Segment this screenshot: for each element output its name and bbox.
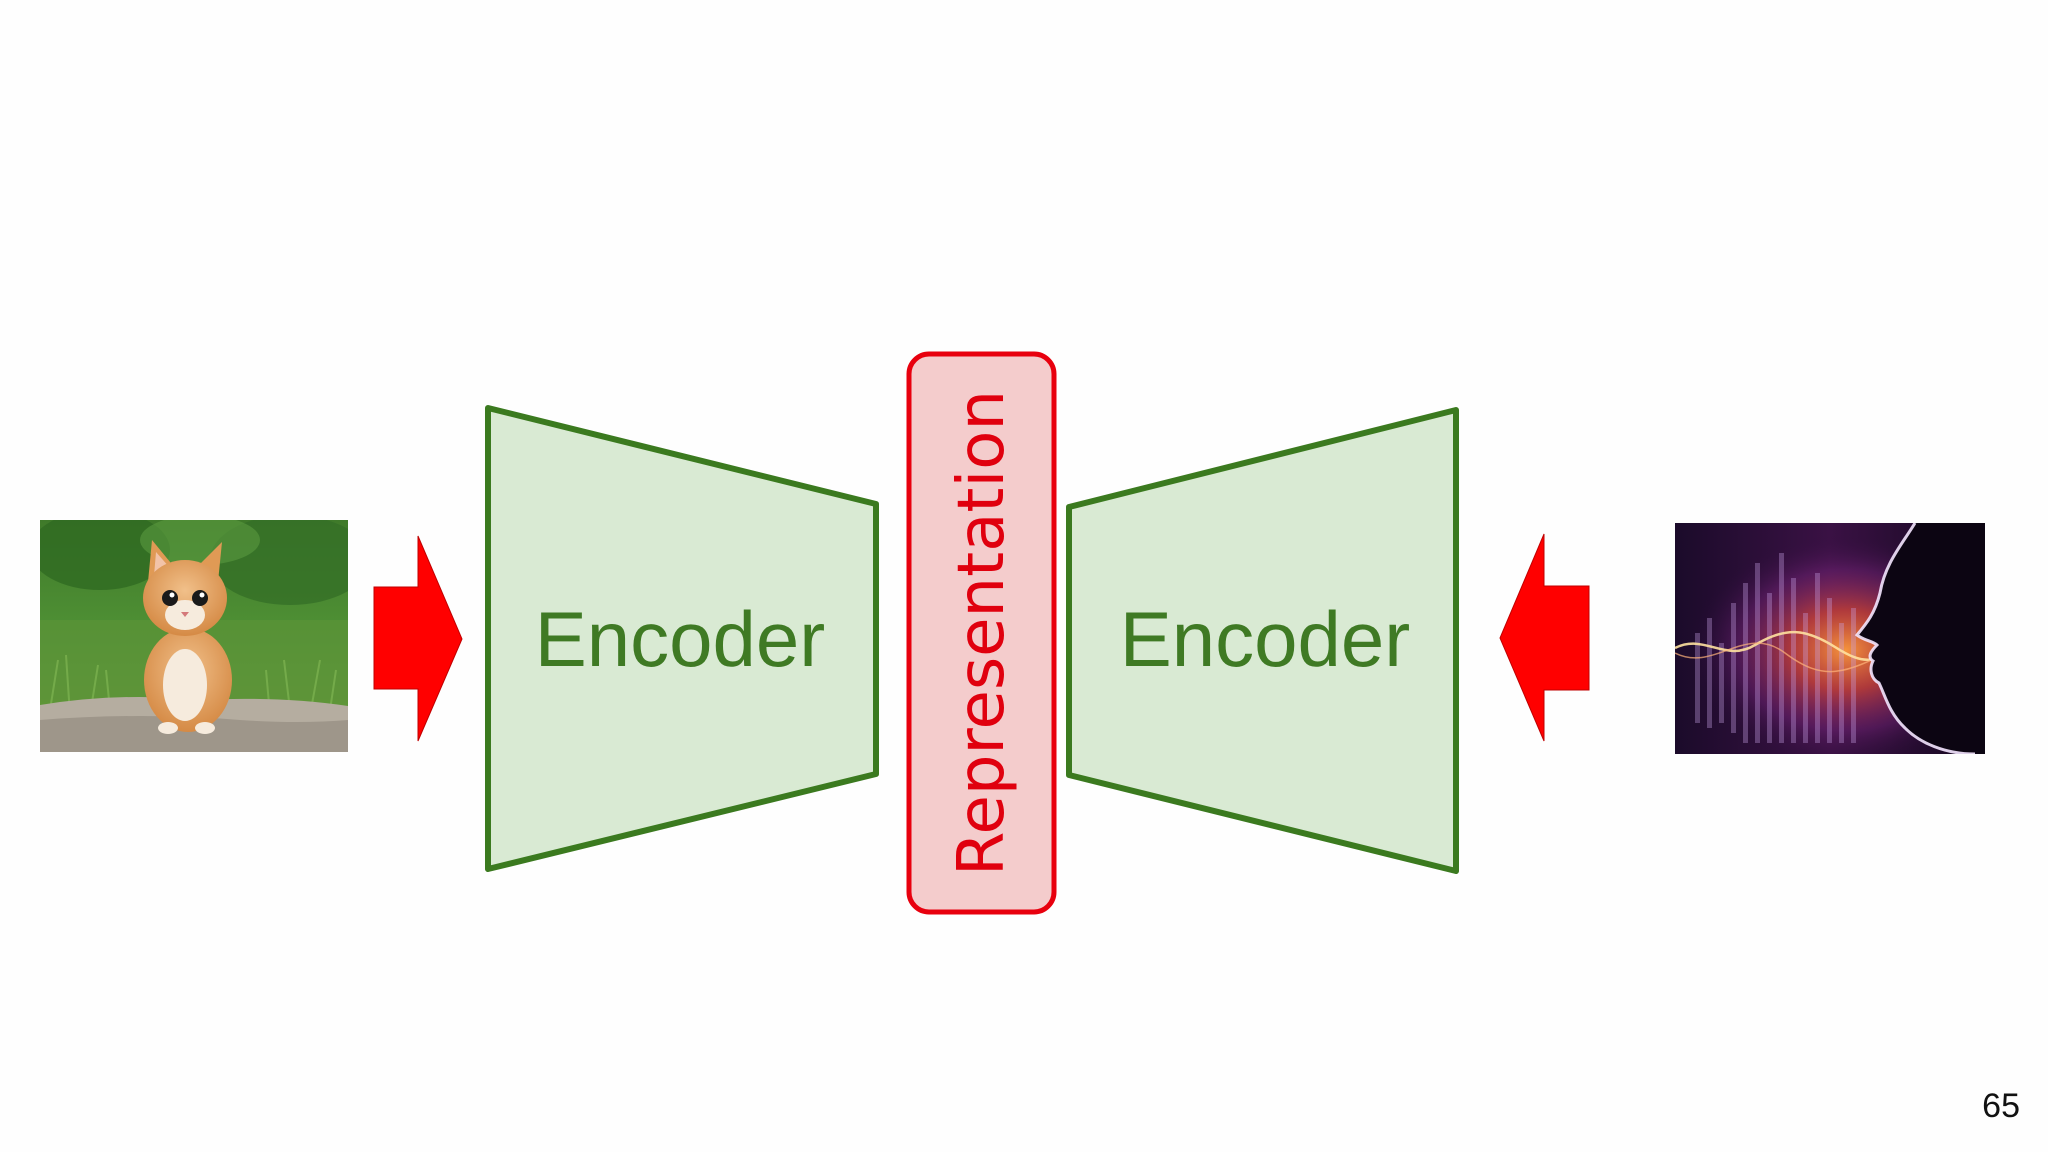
right-input-arrow xyxy=(1499,533,1590,742)
right-encoder: Encoder xyxy=(1066,407,1459,874)
representation-box: Representation xyxy=(906,351,1057,915)
left-encoder: Encoder xyxy=(485,405,879,872)
voice-waveform-photo xyxy=(1675,523,1985,754)
left-input-arrow xyxy=(373,535,463,742)
representation-label: Representation xyxy=(945,390,1019,876)
left-encoder-label: Encoder xyxy=(535,595,826,683)
kitten-photo xyxy=(40,520,348,752)
right-encoder-label: Encoder xyxy=(1120,595,1411,683)
page-number: 65 xyxy=(1982,1087,2020,1125)
